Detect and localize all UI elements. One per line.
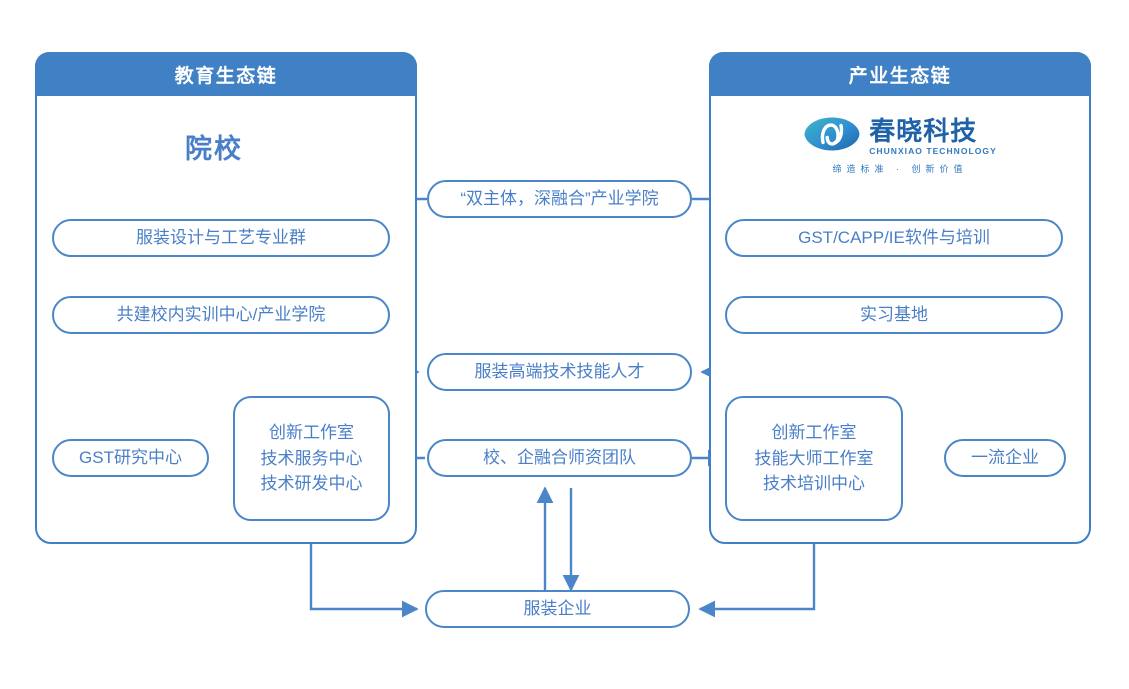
- node-internship-base-label: 实习基地: [860, 305, 928, 325]
- node-gst-capp-ie-software-label: GST/CAPP/IE软件与培训: [798, 228, 990, 248]
- node-apparel-major-group-label: 服装设计与工艺专业群: [136, 228, 306, 248]
- node-right-innovation-studio-line-1: 创新工作室: [771, 422, 857, 442]
- node-left-innovation-studio-line-3: 技术研发中心: [260, 474, 363, 494]
- node-campus-training-center[interactable]: 共建校内实训中心/产业学院: [52, 296, 390, 334]
- node-left-innovation-studio-line-1: 创新工作室: [269, 422, 354, 442]
- node-faculty-team-label: 校、企融合师资团队: [483, 448, 636, 468]
- logo-wordmark: 春晓科技 CHUNXIAO TECHNOLOGY: [869, 118, 997, 156]
- node-gst-research-center-label: GST研究中心: [79, 448, 182, 468]
- node-faculty-team[interactable]: 校、企融合师资团队: [427, 439, 692, 477]
- node-left-innovation-studio-line-2: 技术服务中心: [260, 448, 363, 468]
- chunxiao-eye-logo-icon: [803, 116, 861, 157]
- node-right-innovation-studio[interactable]: 创新工作室 技能大师工作室 技术培训中心: [725, 396, 903, 521]
- panel-education-chain-header: 教育生态链: [35, 52, 417, 96]
- node-apparel-major-group[interactable]: 服装设计与工艺专业群: [52, 219, 390, 257]
- logo-tagline: 缔造标准 · 创新价值: [832, 164, 968, 174]
- logo-name-en: CHUNXIAO TECHNOLOGY: [869, 145, 997, 156]
- node-industry-college-label: “双主体，深融合”产业学院: [460, 189, 659, 209]
- node-campus-training-center-label: 共建校内实训中心/产业学院: [116, 305, 326, 325]
- logo-row: 春晓科技 CHUNXIAO TECHNOLOGY: [803, 116, 997, 157]
- node-high-end-talent[interactable]: 服装高端技术技能人才: [427, 353, 692, 391]
- left-panel-title: 院校: [185, 134, 243, 164]
- panel-industry-chain-header: 产业生态链: [709, 52, 1091, 96]
- node-right-innovation-studio-line-3: 技术培训中心: [763, 474, 865, 494]
- node-top-tier-enterprise-label: 一流企业: [971, 448, 1039, 468]
- node-top-tier-enterprise[interactable]: 一流企业: [944, 439, 1066, 477]
- node-high-end-talent-label: 服装高端技术技能人才: [474, 362, 645, 382]
- node-apparel-enterprise[interactable]: 服装企业: [425, 590, 690, 628]
- node-internship-base[interactable]: 实习基地: [725, 296, 1063, 334]
- node-apparel-enterprise-label: 服装企业: [523, 599, 592, 619]
- logo-name-cn: 春晓科技: [869, 115, 978, 146]
- chunxiao-logo: 春晓科技 CHUNXIAO TECHNOLOGY 缔造标准 · 创新价值: [800, 116, 1000, 175]
- node-left-innovation-studio[interactable]: 创新工作室 技术服务中心 技术研发中心: [233, 396, 390, 521]
- node-industry-college[interactable]: “双主体，深融合”产业学院: [427, 180, 692, 218]
- node-gst-research-center[interactable]: GST研究中心: [52, 439, 209, 477]
- node-gst-capp-ie-software[interactable]: GST/CAPP/IE软件与培训: [725, 219, 1063, 257]
- node-right-innovation-studio-line-2: 技能大师工作室: [754, 448, 874, 468]
